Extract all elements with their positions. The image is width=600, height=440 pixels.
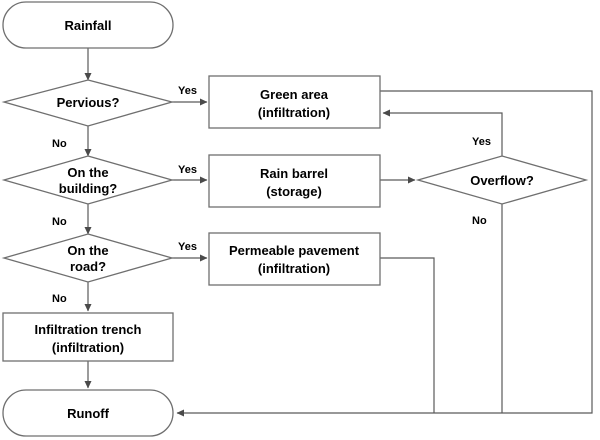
pervious-no-label: No (52, 138, 67, 150)
permeable-pavement-to-runoff-line (380, 257, 435, 413)
green-area-title: Green area (260, 87, 329, 102)
on-building-line2: building? (59, 181, 118, 196)
on-building-decision: On the building? (1, 155, 175, 205)
overflow-label: Overflow? (470, 173, 534, 188)
building-no-label: No (52, 216, 67, 228)
permeable-pavement-subtitle: (infiltration) (258, 261, 330, 276)
permeable-pavement-node: Permeable pavement (infiltration) (208, 232, 381, 286)
rain-barrel-title: Rain barrel (260, 166, 328, 181)
infiltration-trench-subtitle: (infiltration) (52, 340, 124, 355)
overflow-no-label: No (472, 215, 487, 227)
road-no-label: No (52, 293, 67, 305)
rainfall-node: Rainfall (2, 1, 174, 49)
on-road-line1: On the (67, 243, 108, 258)
pervious-label: Pervious? (57, 95, 120, 110)
overflow-yes-label: Yes (472, 136, 491, 148)
pervious-yes-label: Yes (178, 85, 197, 97)
building-yes-label: Yes (178, 164, 197, 176)
green-area-to-runoff-line (176, 90, 593, 417)
infiltration-trench-node: Infiltration trench (infiltration) (2, 312, 174, 362)
pervious-decision: Pervious? (1, 79, 175, 127)
on-road-line2: road? (70, 259, 106, 274)
overflow-decision: Overflow? (415, 155, 589, 205)
green-area-subtitle: (infiltration) (258, 105, 330, 120)
road-yes-label: Yes (178, 241, 197, 253)
rain-barrel-node: Rain barrel (storage) (208, 154, 381, 208)
runoff-node: Runoff (2, 389, 174, 437)
overflow-yes-to-green-area-arrow (382, 109, 503, 156)
connectors (84, 48, 593, 417)
edge-labels: Yes No Yes No Yes No Yes No (52, 85, 491, 305)
on-road-decision: On the road? (1, 233, 175, 283)
runoff-label: Runoff (67, 406, 110, 421)
rain-barrel-subtitle: (storage) (266, 184, 322, 199)
rainfall-label: Rainfall (65, 18, 112, 33)
permeable-pavement-title: Permeable pavement (229, 243, 360, 258)
on-building-line1: On the (67, 165, 108, 180)
infiltration-trench-title: Infiltration trench (35, 322, 142, 337)
green-area-node: Green area (infiltration) (208, 75, 381, 129)
